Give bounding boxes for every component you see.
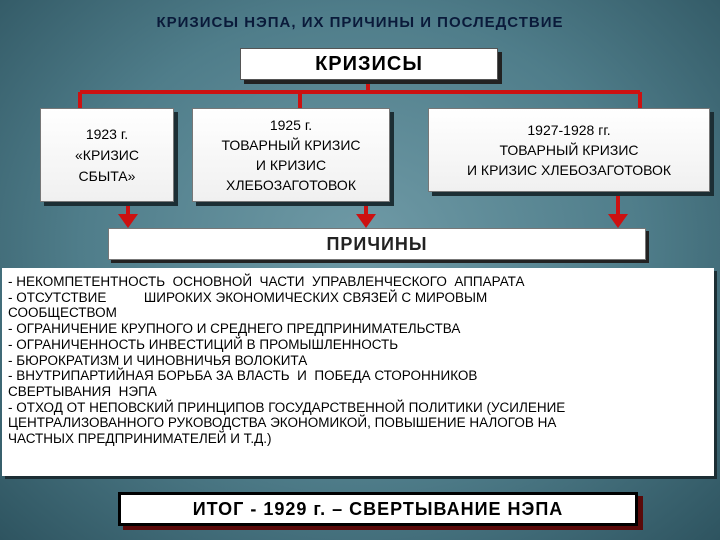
crisis-1927-1928-box: 1927-1928 гг. ТОВАРНЫЙ КРИЗИС И КРИЗИС Х… [428,108,710,192]
crisis-line: ХЛЕБОЗАГОТОВОК [225,177,356,193]
reason-line: - НЕКОМПЕТЕНТНОСТЬ ОСНОВНОЙ ЧАСТИ УПРАВЛ… [8,274,525,289]
crisis-line: ТОВАРНЫЙ КРИЗИС [221,137,361,153]
crisis-1923-box: 1923 г. «КРИЗИС СБЫТА» [40,108,174,202]
crisis-1925-box: 1925 г. ТОВАРНЫЙ КРИЗИС И КРИЗИС ХЛЕБОЗА… [192,108,390,202]
arrow-right-head [608,214,628,228]
result-box: ИТОГ - 1929 г. – СВЕРТЫВАНИЕ НЭПА [118,492,638,526]
reason-line: - ОТХОД ОТ НЕПОВСКИЙ ПРИНЦИПОВ ГОСУДАРСТ… [8,399,566,415]
reason-line: СООБЩЕСТВОМ [8,305,117,321]
reasons-list: - НЕКОМПЕТЕНТНОСТЬ ОСНОВНОЙ ЧАСТИ УПРАВЛ… [2,268,714,476]
reason-line: - БЮРОКРАТИЗМ И ЧИНОВНИЧЬЯ ВОЛОКИТА [8,352,308,368]
page-title: КРИЗИСЫ НЭПА, ИХ ПРИЧИНЫ И ПОСЛЕДСТВИЕ [156,14,564,31]
reason-line: ЦЕНТРАЛИЗОВАННОГО РУКОВОДСТВА ЭКОНОМИКОЙ… [8,415,557,431]
crises-header: КРИЗИСЫ [240,48,498,80]
reason-line: ЧАСТНЫХ ПРЕДПРИНИМАТЕЛЕЙ И Т.Д.) [8,431,272,447]
reason-line: - ВНУТРИПАРТИЙНАЯ БОРЬБА ЗА ВЛАСТЬ И ПОБ… [8,368,478,384]
crisis-line: «КРИЗИС [75,146,139,163]
crisis-line: ТОВАРНЫЙ КРИЗИС [499,142,639,158]
reason-line: - ОГРАНИЧЕНИЕ КРУПНОГО И СРЕДНЕГО ПРЕДПР… [8,321,461,337]
arrow-center-head [356,214,376,228]
arrow-left-head [118,214,138,228]
reason-line: - ОТСУТСТВИЕ ШИРОКИХ ЭКОНОМИЧЕСКИХ СВЯЗЕ… [8,289,488,305]
crisis-line: СБЫТА» [78,167,136,184]
reason-line: - ОГРАНИЧЕННОСТЬ ИНВЕСТИЦИЙ В ПРОМЫШЛЕНН… [8,336,399,352]
reasons-header: ПРИЧИНЫ [108,228,646,260]
crisis-line: И КРИЗИС ХЛЕБОЗАГОТОВОК [466,162,672,178]
crisis-line: 1925 г. [269,117,313,133]
crisis-line: И КРИЗИС [255,157,327,173]
crisis-line: 1927-1928 гг. [527,122,611,138]
reason-line: СВЕРТЫВАНИЯ НЭПА [8,383,157,399]
crisis-line: 1923 г. [85,125,129,142]
